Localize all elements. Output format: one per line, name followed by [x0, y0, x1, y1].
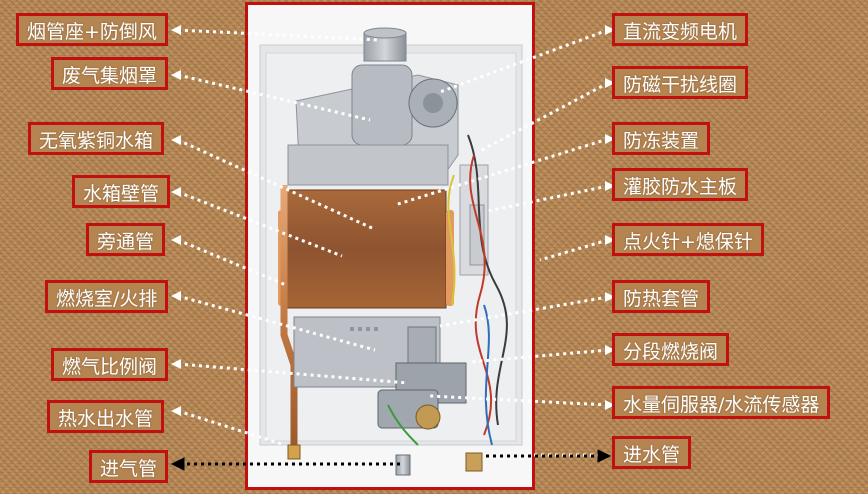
label-exhaust-hood: 废气集烟罩 — [51, 57, 168, 90]
label-water-inlet: 进水管 — [612, 436, 691, 469]
label-flue-collar: 烟管座+防倒风 — [16, 13, 168, 46]
leader-line-hot-outlet — [178, 411, 285, 445]
arrowhead — [598, 450, 610, 462]
leader-line-motor — [440, 30, 608, 92]
label-potted-mainboard: 灌胶防水主板 — [612, 168, 748, 201]
arrowhead — [171, 187, 181, 197]
leader-line-heat-exchanger — [178, 140, 372, 228]
leader-line-coil — [478, 83, 608, 152]
arrowhead — [171, 359, 181, 369]
leader-line-antifreeze — [395, 139, 608, 205]
arrowhead — [171, 291, 181, 301]
leader-line-bypass — [178, 240, 286, 285]
arrowhead — [172, 458, 184, 470]
leader-line-burner — [178, 296, 375, 350]
leader-line-water-servo — [430, 396, 608, 405]
leader-line-gas-valve — [178, 364, 408, 383]
label-gas-proportional-valve: 燃气比例阀 — [51, 348, 168, 381]
arrowhead — [171, 70, 181, 80]
label-staged-combustion-valve: 分段燃烧阀 — [612, 333, 729, 366]
label-combustion-chamber: 燃烧室/火排 — [45, 280, 168, 313]
label-water-servo-sensor: 水量伺服器/水流传感器 — [612, 386, 830, 419]
leader-line-igniter — [540, 240, 608, 260]
label-gas-inlet: 进气管 — [89, 450, 168, 483]
leader-line-stage-valve — [470, 350, 608, 362]
label-anti-magnetic-coil: 防磁干扰线圈 — [612, 66, 748, 99]
label-dc-motor: 直流变频电机 — [612, 13, 748, 46]
arrowhead — [171, 135, 181, 145]
label-copper-heat-exchanger: 无氧紫铜水箱 — [28, 122, 164, 155]
leader-line-board — [488, 186, 608, 211]
label-antifreeze-device: 防冻装置 — [612, 122, 710, 155]
arrowhead — [171, 235, 181, 245]
label-hot-water-outlet: 热水出水管 — [47, 400, 164, 433]
leader-line-flue — [178, 30, 380, 40]
leader-line-heat-sleeve — [440, 297, 608, 326]
leader-line-hood — [178, 75, 370, 120]
arrowhead — [171, 406, 181, 416]
label-igniter-needle: 点火针+熄保针 — [612, 223, 764, 256]
leader-line-wall-pipe — [178, 192, 342, 256]
label-tank-wall-pipe: 水箱壁管 — [72, 175, 170, 208]
arrowhead — [171, 25, 181, 35]
label-bypass-pipe: 旁通管 — [86, 223, 165, 256]
label-heat-sleeve: 防热套管 — [612, 280, 710, 313]
